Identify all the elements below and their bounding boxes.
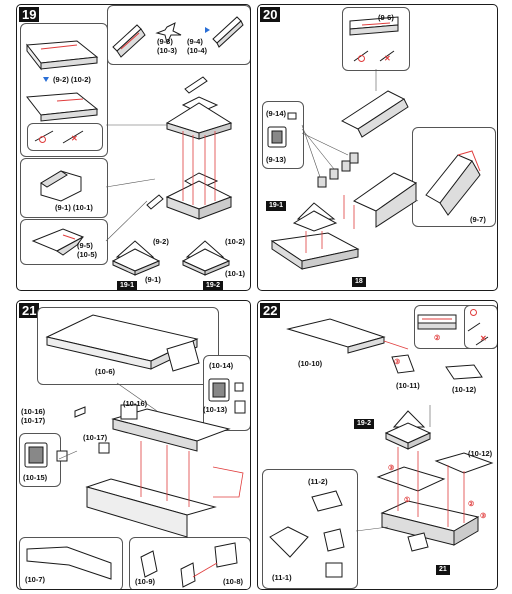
part-label: (10-12)	[468, 449, 493, 458]
assembly-tag: 19-2	[203, 281, 224, 290]
part-label: (11-1)	[272, 573, 292, 582]
part-label: (10-9)	[135, 577, 156, 586]
step-number: 19	[19, 7, 40, 22]
blue-triangle-icon	[43, 77, 49, 82]
step-number: 21	[19, 303, 40, 318]
step-19-panel: 19	[16, 4, 251, 291]
part-label: (10-17)	[83, 433, 108, 442]
part-label: (10-14)	[209, 361, 234, 370]
assembly-tag: 19-1	[117, 281, 138, 290]
part-label: (9-5) (10-5)	[77, 241, 98, 259]
part-label: (10-12)	[452, 385, 477, 394]
step-20-panel: 20	[257, 4, 498, 291]
circle-icon	[470, 309, 477, 316]
circle-icon	[358, 55, 365, 62]
part-label: (11-2)	[308, 477, 328, 486]
part-label: (9-6)	[378, 13, 394, 22]
part-label: (9-7)	[470, 215, 486, 224]
step-marker: ①	[404, 497, 411, 504]
part-label: (10-10)	[298, 359, 323, 368]
cross-icon: ✕	[71, 134, 78, 143]
step-number: 22	[260, 303, 281, 318]
step-19-drawing	[26, 16, 244, 276]
part-label: (9-2) (10-2)	[53, 75, 91, 84]
part-label: (10-7)	[25, 575, 46, 584]
assembly-tag: 19-1	[266, 201, 287, 211]
blue-triangle-icon	[205, 27, 210, 33]
step-marker: ③	[394, 359, 401, 366]
part-label: (10-16)	[123, 399, 148, 408]
part-label: (9-3) (10-3)	[157, 37, 178, 55]
part-label: (10-8)	[223, 577, 244, 586]
assembly-tag: 18	[352, 277, 366, 287]
step-number: 20	[260, 7, 281, 22]
step-marker: ③	[480, 513, 487, 520]
part-label: (10-2)	[225, 237, 246, 246]
part-label: (9-14)	[266, 109, 287, 118]
step-22-drawing	[269, 314, 494, 578]
cross-icon: ✕	[480, 334, 487, 343]
step-21-panel: 21	[16, 300, 251, 590]
part-label: (10-11)	[396, 381, 420, 390]
step-marker: ②	[434, 335, 441, 342]
part-label: (9-1)	[145, 275, 161, 284]
step-21-drawing	[24, 314, 246, 588]
part-label: (10-6)	[95, 367, 116, 376]
part-label: (10-1)	[225, 269, 246, 278]
assembly-tag: 19-2	[354, 419, 375, 429]
step-20-drawing	[267, 16, 481, 270]
cross-icon: ✕	[384, 54, 391, 63]
assembly-tag: 21	[436, 565, 450, 575]
part-label: (10-15)	[23, 473, 48, 482]
part-label: (9-4) (10-4)	[187, 37, 208, 55]
part-label: (10-16) (10-17)	[21, 407, 46, 425]
circle-icon	[39, 136, 46, 143]
part-label: (9-13)	[266, 155, 287, 164]
part-label: (9-1) (10-1)	[55, 203, 93, 212]
step-marker: ③	[388, 465, 395, 472]
part-label: (10-13)	[203, 405, 228, 414]
step-22-panel: 22	[257, 300, 498, 590]
step-marker: ②	[468, 501, 475, 508]
part-label: (9-2)	[153, 237, 169, 246]
